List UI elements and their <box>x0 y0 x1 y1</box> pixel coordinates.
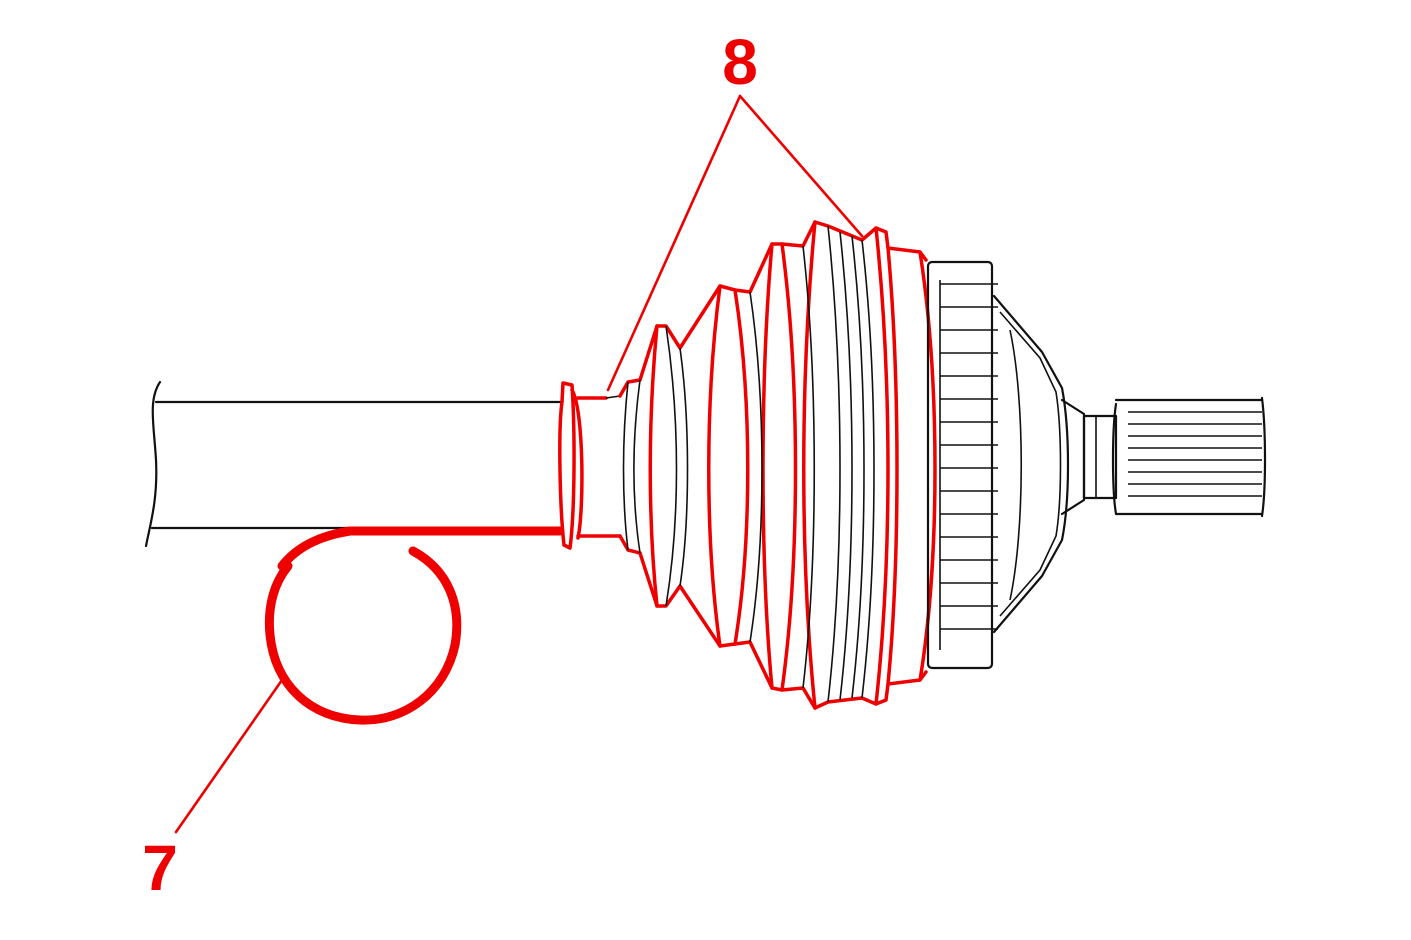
joint-housing <box>926 260 1070 670</box>
leader-lines <box>174 94 864 834</box>
stub-axle-splines <box>1128 411 1262 497</box>
callout-8: 8 <box>722 26 758 98</box>
stub-axle <box>1060 396 1267 518</box>
cv-boot-bellows <box>618 220 937 710</box>
retaining-clip <box>264 526 565 725</box>
splined-ring-teeth <box>940 283 998 630</box>
boot-small-clamp <box>558 381 622 550</box>
callout-7: 7 <box>142 832 178 904</box>
drive-shaft <box>144 380 564 548</box>
